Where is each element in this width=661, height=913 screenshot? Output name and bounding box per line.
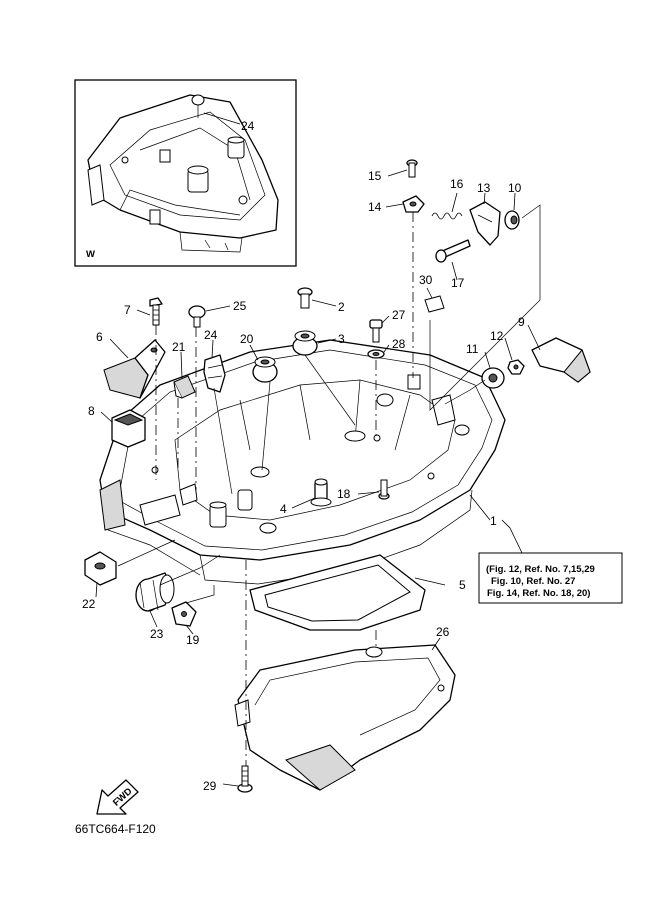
callout-4: 4	[280, 502, 287, 516]
part-20-grommet	[252, 356, 278, 383]
callout-26: 26	[436, 625, 450, 639]
callout-5: 5	[459, 578, 466, 592]
part-19-plate	[171, 601, 197, 627]
callout-16: 16	[450, 177, 464, 191]
part-16-spring	[431, 212, 463, 220]
callout-11: 11	[466, 342, 479, 356]
part-14-bracket	[402, 195, 425, 213]
inset-view: 24 W	[74, 79, 297, 267]
part-8-pad	[111, 409, 146, 448]
part-17-bolt	[435, 239, 471, 263]
callout-leaders	[95, 169, 541, 787]
callout-24: 24	[204, 328, 218, 342]
callout-20: 20	[240, 332, 254, 346]
part-3-grommet	[292, 330, 318, 356]
part-27-bolt	[369, 319, 383, 343]
part-21-plate	[173, 375, 196, 399]
part-25-grommet	[188, 305, 206, 328]
part-6-bracket	[103, 339, 166, 399]
part-2-bolt	[297, 287, 313, 309]
bottom-cowling	[99, 339, 506, 585]
drawing-code: 66TC664-F120	[75, 822, 156, 836]
part-7-screw	[149, 297, 163, 326]
part-11-grommet	[481, 367, 505, 389]
reference-note-line-1: (Fig. 12, Ref. No. 7,15,29	[486, 564, 595, 575]
reference-note-line-3: Fig. 14, Ref. No. 18, 20)	[487, 588, 590, 599]
callout-15: 15	[368, 169, 382, 183]
part-12-nut	[507, 359, 525, 375]
callout-30: 30	[419, 273, 433, 287]
inset-cowling-drawing	[87, 94, 279, 253]
callout-9: 9	[518, 315, 525, 329]
callout-28: 28	[392, 337, 406, 351]
callout-6: 6	[96, 330, 103, 344]
callout-numbers: 15 14 16 13 10 17 30 7 25 2 27 3 28 6 21…	[82, 169, 525, 793]
part-29-screw	[237, 765, 253, 793]
part-18-screw	[378, 479, 390, 500]
callout-12: 12	[490, 329, 504, 343]
reference-note-line-2: Fig. 10, Ref. No. 27	[491, 576, 575, 587]
part-23-grommet	[135, 572, 175, 612]
callout-25: 25	[233, 299, 247, 313]
callout-7: 7	[124, 303, 131, 317]
part-26-lower-cover	[234, 644, 456, 791]
reference-note-frame	[478, 552, 623, 604]
callout-19: 19	[186, 633, 200, 647]
reference-note: (Fig. 12, Ref. No. 7,15,29 Fig. 10, Ref.…	[478, 519, 623, 604]
part-10-collar	[504, 210, 520, 230]
callout-8: 8	[88, 404, 95, 418]
inset-letter-w: W	[86, 249, 95, 260]
part-30-label	[424, 295, 445, 313]
callout-23: 23	[150, 627, 164, 641]
callout-17: 17	[451, 276, 465, 290]
callout-22: 22	[82, 597, 96, 611]
callout-2: 2	[338, 300, 345, 314]
assembly-lines	[117, 204, 541, 766]
part-15-screw	[406, 159, 418, 178]
callout-29: 29	[203, 779, 217, 793]
part-9-handle	[531, 337, 591, 383]
part-13-lever	[469, 201, 501, 246]
callout-1: 1	[490, 514, 497, 528]
part-28-washer	[367, 349, 385, 359]
callout-18: 18	[337, 487, 351, 501]
callout-3: 3	[338, 332, 345, 346]
callout-27: 27	[392, 308, 406, 322]
callout-14: 14	[368, 200, 382, 214]
callout-10: 10	[508, 181, 522, 195]
part-22-grommet	[84, 551, 117, 586]
part-5-gasket	[249, 554, 426, 631]
part-24-clamp	[203, 354, 226, 393]
fwd-arrow: FWD	[96, 779, 139, 815]
callout-21: 21	[172, 340, 186, 354]
inset-callout-24: 24	[241, 119, 255, 133]
part-4-bolt	[310, 478, 332, 507]
callout-13: 13	[477, 181, 491, 195]
